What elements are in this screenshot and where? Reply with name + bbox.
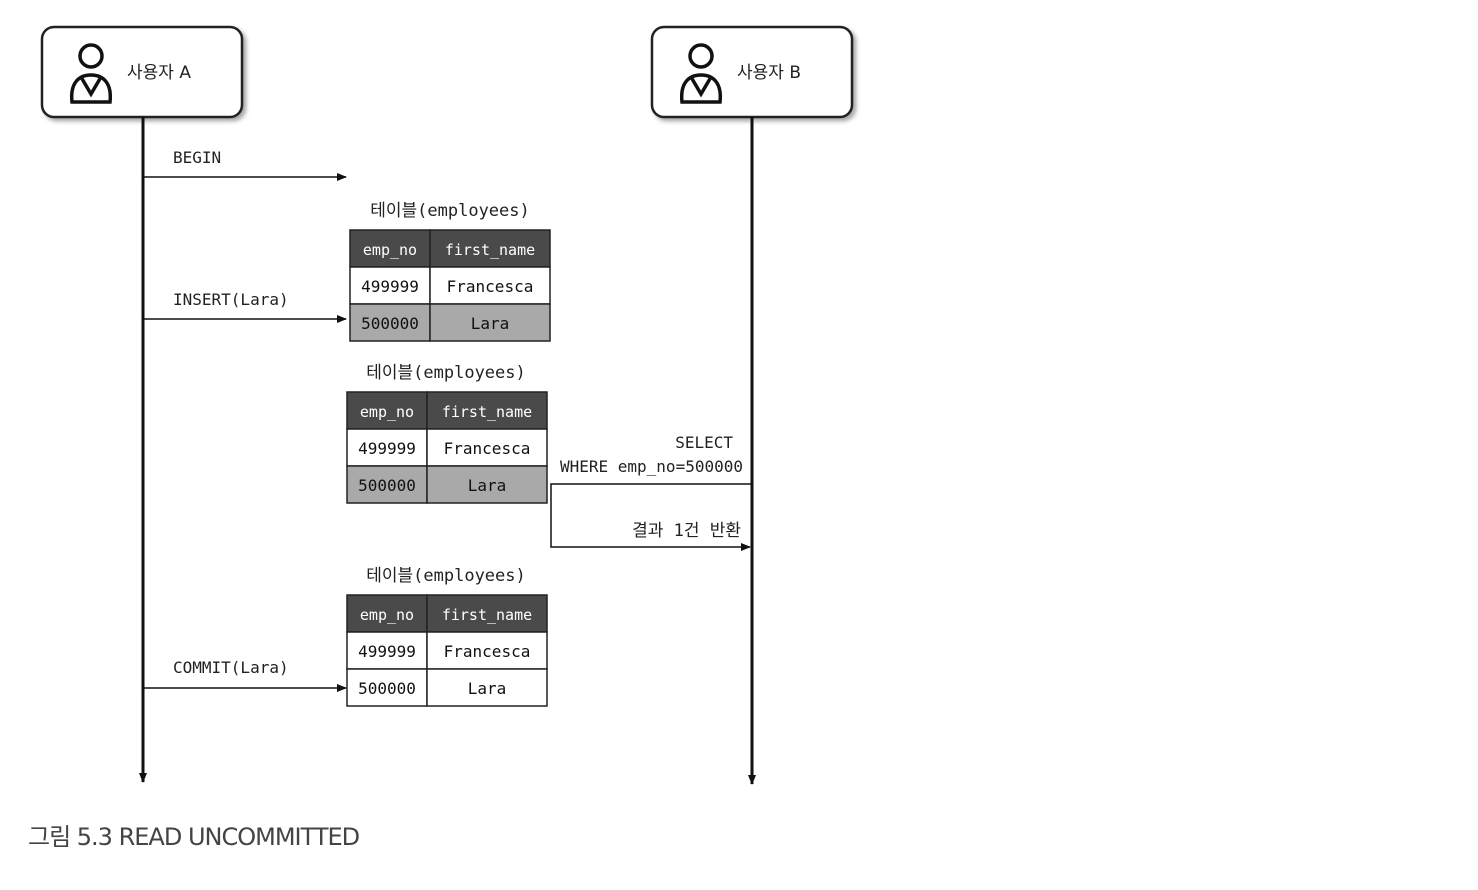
table-row-uncommitted: [349, 303, 431, 342]
table-cell: Lara: [468, 679, 507, 698]
employees-table: 테이블(employees) emp_no first_name 499999 …: [349, 201, 551, 342]
column-header: emp_no: [363, 241, 417, 259]
employees-table: 테이블(employees) emp_no first_name 499999 …: [346, 566, 548, 707]
actor-a: 사용자 A: [40, 25, 244, 119]
message-select: SELECT: [675, 433, 733, 452]
table-title: 테이블(employees): [366, 566, 526, 586]
employees-table: 테이블(employees) emp_no first_name 499999 …: [346, 363, 548, 504]
message-begin: BEGIN: [173, 148, 221, 167]
figure-caption: 그림 5.3 READ UNCOMMITTED: [28, 823, 360, 851]
table-row: [346, 668, 428, 707]
table-cell: 499999: [358, 439, 416, 458]
table-title: 테이블(employees): [366, 363, 526, 383]
message-select-where: WHERE emp_no=500000: [560, 457, 743, 476]
table-cell: 500000: [358, 679, 416, 698]
table-row-uncommitted: [346, 465, 428, 504]
column-header: first_name: [445, 241, 535, 259]
arrow-select-result: [550, 483, 752, 551]
column-header: first_name: [442, 403, 532, 421]
column-header: emp_no: [360, 403, 414, 421]
message-insert: INSERT(Lara): [173, 290, 289, 309]
table-cell: Lara: [468, 476, 507, 495]
table-title: 테이블(employees): [370, 201, 530, 221]
user-icon: [679, 43, 723, 104]
table-cell: Francesca: [444, 439, 531, 458]
table-cell: 499999: [358, 642, 416, 661]
table-cell: Francesca: [444, 642, 531, 661]
table-cell: 499999: [361, 277, 419, 296]
table-cell: Lara: [471, 314, 510, 333]
user-icon: [69, 43, 113, 104]
message-commit: COMMIT(Lara): [173, 658, 289, 677]
column-header: emp_no: [360, 606, 414, 624]
actor-b-label: 사용자 B: [737, 63, 801, 83]
table-cell: 500000: [358, 476, 416, 495]
table-row: [346, 428, 428, 467]
column-header: first_name: [442, 606, 532, 624]
actor-b: 사용자 B: [650, 25, 854, 119]
table-cell: Francesca: [447, 277, 534, 296]
actor-a-label: 사용자 A: [127, 63, 191, 83]
message-result: 결과 1건 반환: [632, 521, 741, 541]
table-cell: 500000: [361, 314, 419, 333]
